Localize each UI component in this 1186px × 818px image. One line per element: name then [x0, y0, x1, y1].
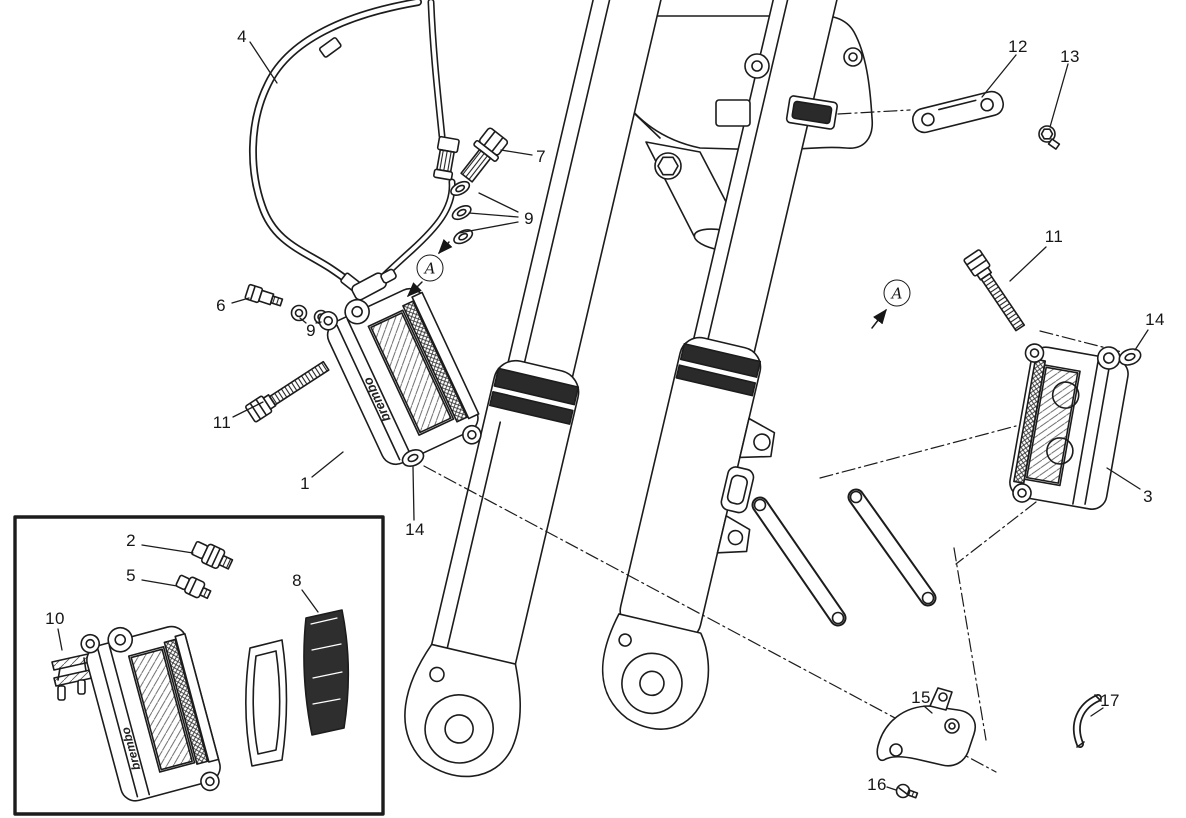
- reflector-plate: [785, 95, 838, 130]
- fitting-5: [175, 574, 212, 600]
- fender-arms: [751, 488, 937, 627]
- washers-9-upper: [450, 180, 474, 245]
- fork-leg-near: [404, 0, 664, 778]
- pad-spring-clip-10: [51, 653, 93, 701]
- caliper-bolt-11-left: [245, 360, 330, 423]
- line-fitting: [433, 135, 460, 181]
- steering-nut: [654, 152, 682, 180]
- front-brake-caliper-right: [1009, 343, 1129, 510]
- banjo-fitting: [351, 268, 397, 301]
- sensor-cable-17: [1072, 694, 1102, 748]
- washer-14-left: [401, 449, 425, 467]
- bracket-12: [911, 90, 1005, 134]
- clamp-details: [654, 47, 863, 180]
- upper-brake-line: [380, 0, 460, 280]
- sensor-bracket-15: [876, 687, 976, 767]
- front-fork-assembly: [404, 0, 937, 778]
- inset-caliper: brembo: [80, 625, 221, 802]
- leader-lines: [57, 41, 1149, 791]
- bolt-13: [1038, 125, 1061, 150]
- banjo-bolt-7: [460, 127, 509, 183]
- bleed-screw-6: [244, 283, 284, 307]
- washer-14-right: [1118, 348, 1142, 366]
- fork-leg-far: [602, 0, 840, 730]
- detail-arrows: [406, 238, 887, 329]
- front-brake-caliper-left: brembo: [318, 287, 482, 466]
- caliper-bolt-11-right: [963, 249, 1026, 332]
- brake-hose-4: [249, 0, 422, 295]
- screw-16: [895, 783, 919, 799]
- inset-box: brembo: [13, 515, 385, 816]
- brake-pads-8: [244, 609, 350, 767]
- bleed-valve-2: [191, 541, 234, 570]
